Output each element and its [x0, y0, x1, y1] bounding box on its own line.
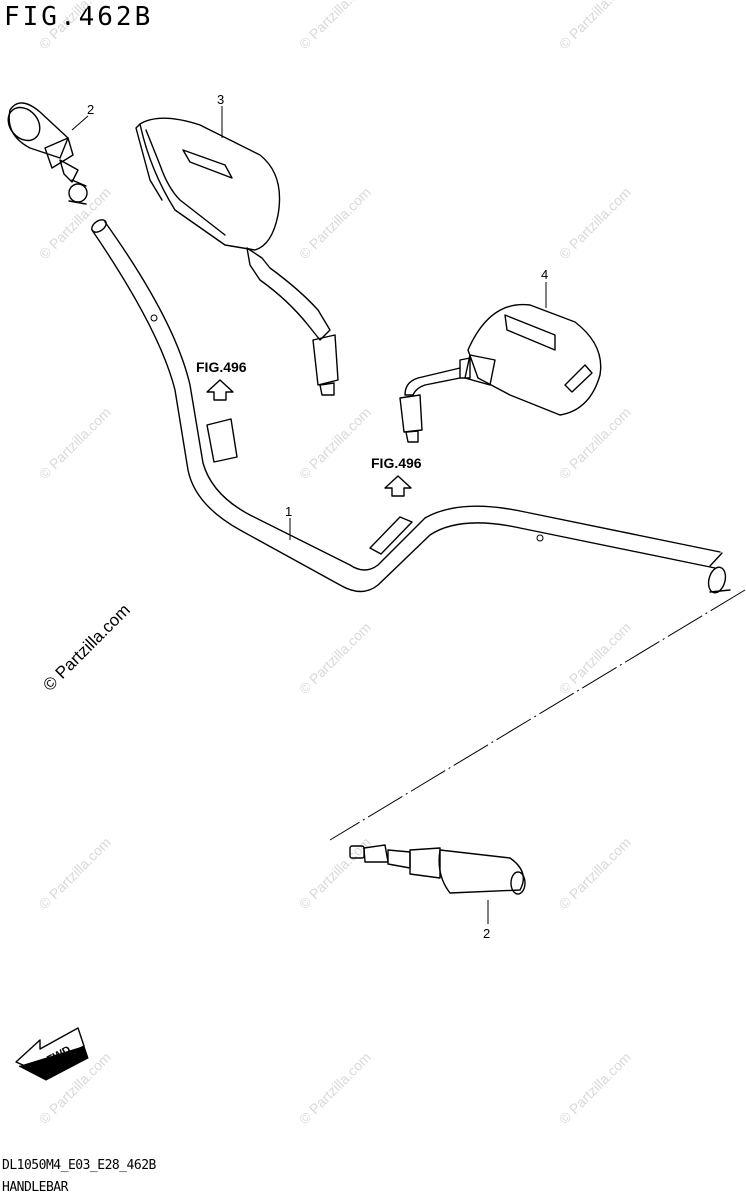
watermark: © Partzilla.com: [556, 1049, 634, 1127]
watermark: © Partzilla.com: [556, 0, 634, 52]
fig-reference-label: FIG.496: [196, 359, 247, 375]
watermark: © Partzilla.com: [556, 184, 634, 262]
fig-reference-label: FIG.496: [371, 455, 422, 471]
up-arrow-icon: [206, 379, 234, 401]
figure-code: DL1050M4_E03_E28_462B: [2, 1158, 156, 1173]
bar-end-weight-right: [349, 844, 526, 895]
watermark: © Partzilla.com: [296, 1049, 374, 1127]
callout-number: 2: [483, 926, 490, 941]
up-arrow-icon: [384, 475, 412, 497]
watermark: © Partzilla.com: [36, 0, 114, 52]
callout-number: 2: [87, 102, 94, 117]
bar-end-weight-left: [7, 102, 88, 205]
watermark: © Partzilla.com: [296, 184, 374, 262]
grip-mark-right: [369, 516, 413, 555]
callout-number: 1: [285, 504, 292, 519]
watermark: © Partzilla.com: [556, 834, 634, 912]
mirror-right: [399, 303, 602, 443]
watermark: © Partzilla.com: [296, 404, 374, 482]
fig-reference-right: FIG.496: [371, 455, 422, 497]
callout-3: 3: [217, 92, 224, 138]
fig-reference-left: FIG.496: [196, 359, 247, 401]
watermark: © Partzilla.com: [36, 404, 114, 482]
grip-mark-left: [206, 418, 238, 463]
watermark-prominent: © Partzilla.com: [39, 600, 133, 694]
callout-number: 3: [217, 92, 224, 107]
fwd-arrow-icon: FWD: [15, 1027, 89, 1081]
callout-1: 1: [285, 504, 292, 540]
watermark: © Partzilla.com: [36, 834, 114, 912]
handlebar-tube: [91, 219, 731, 594]
watermark: © Partzilla.com: [296, 0, 374, 52]
mirror-left: [135, 117, 339, 396]
callout-number: 4: [541, 267, 548, 282]
figure-title: FIG.462B: [4, 2, 154, 32]
callout-2-bottom: 2: [483, 900, 490, 941]
watermark: © Partzilla.com: [296, 619, 374, 697]
callout-4: 4: [541, 267, 548, 308]
watermark: © Partzilla.com: [36, 184, 114, 262]
figure-name: HANDLEBAR: [2, 1180, 68, 1195]
callout-2-top: 2: [71, 102, 94, 131]
watermark: © Partzilla.com: [556, 619, 634, 697]
watermark-layer: © Partzilla.com © Partzilla.com © Partzi…: [36, 0, 634, 1127]
alignment-line: [329, 589, 746, 841]
watermark: © Partzilla.com: [556, 404, 634, 482]
